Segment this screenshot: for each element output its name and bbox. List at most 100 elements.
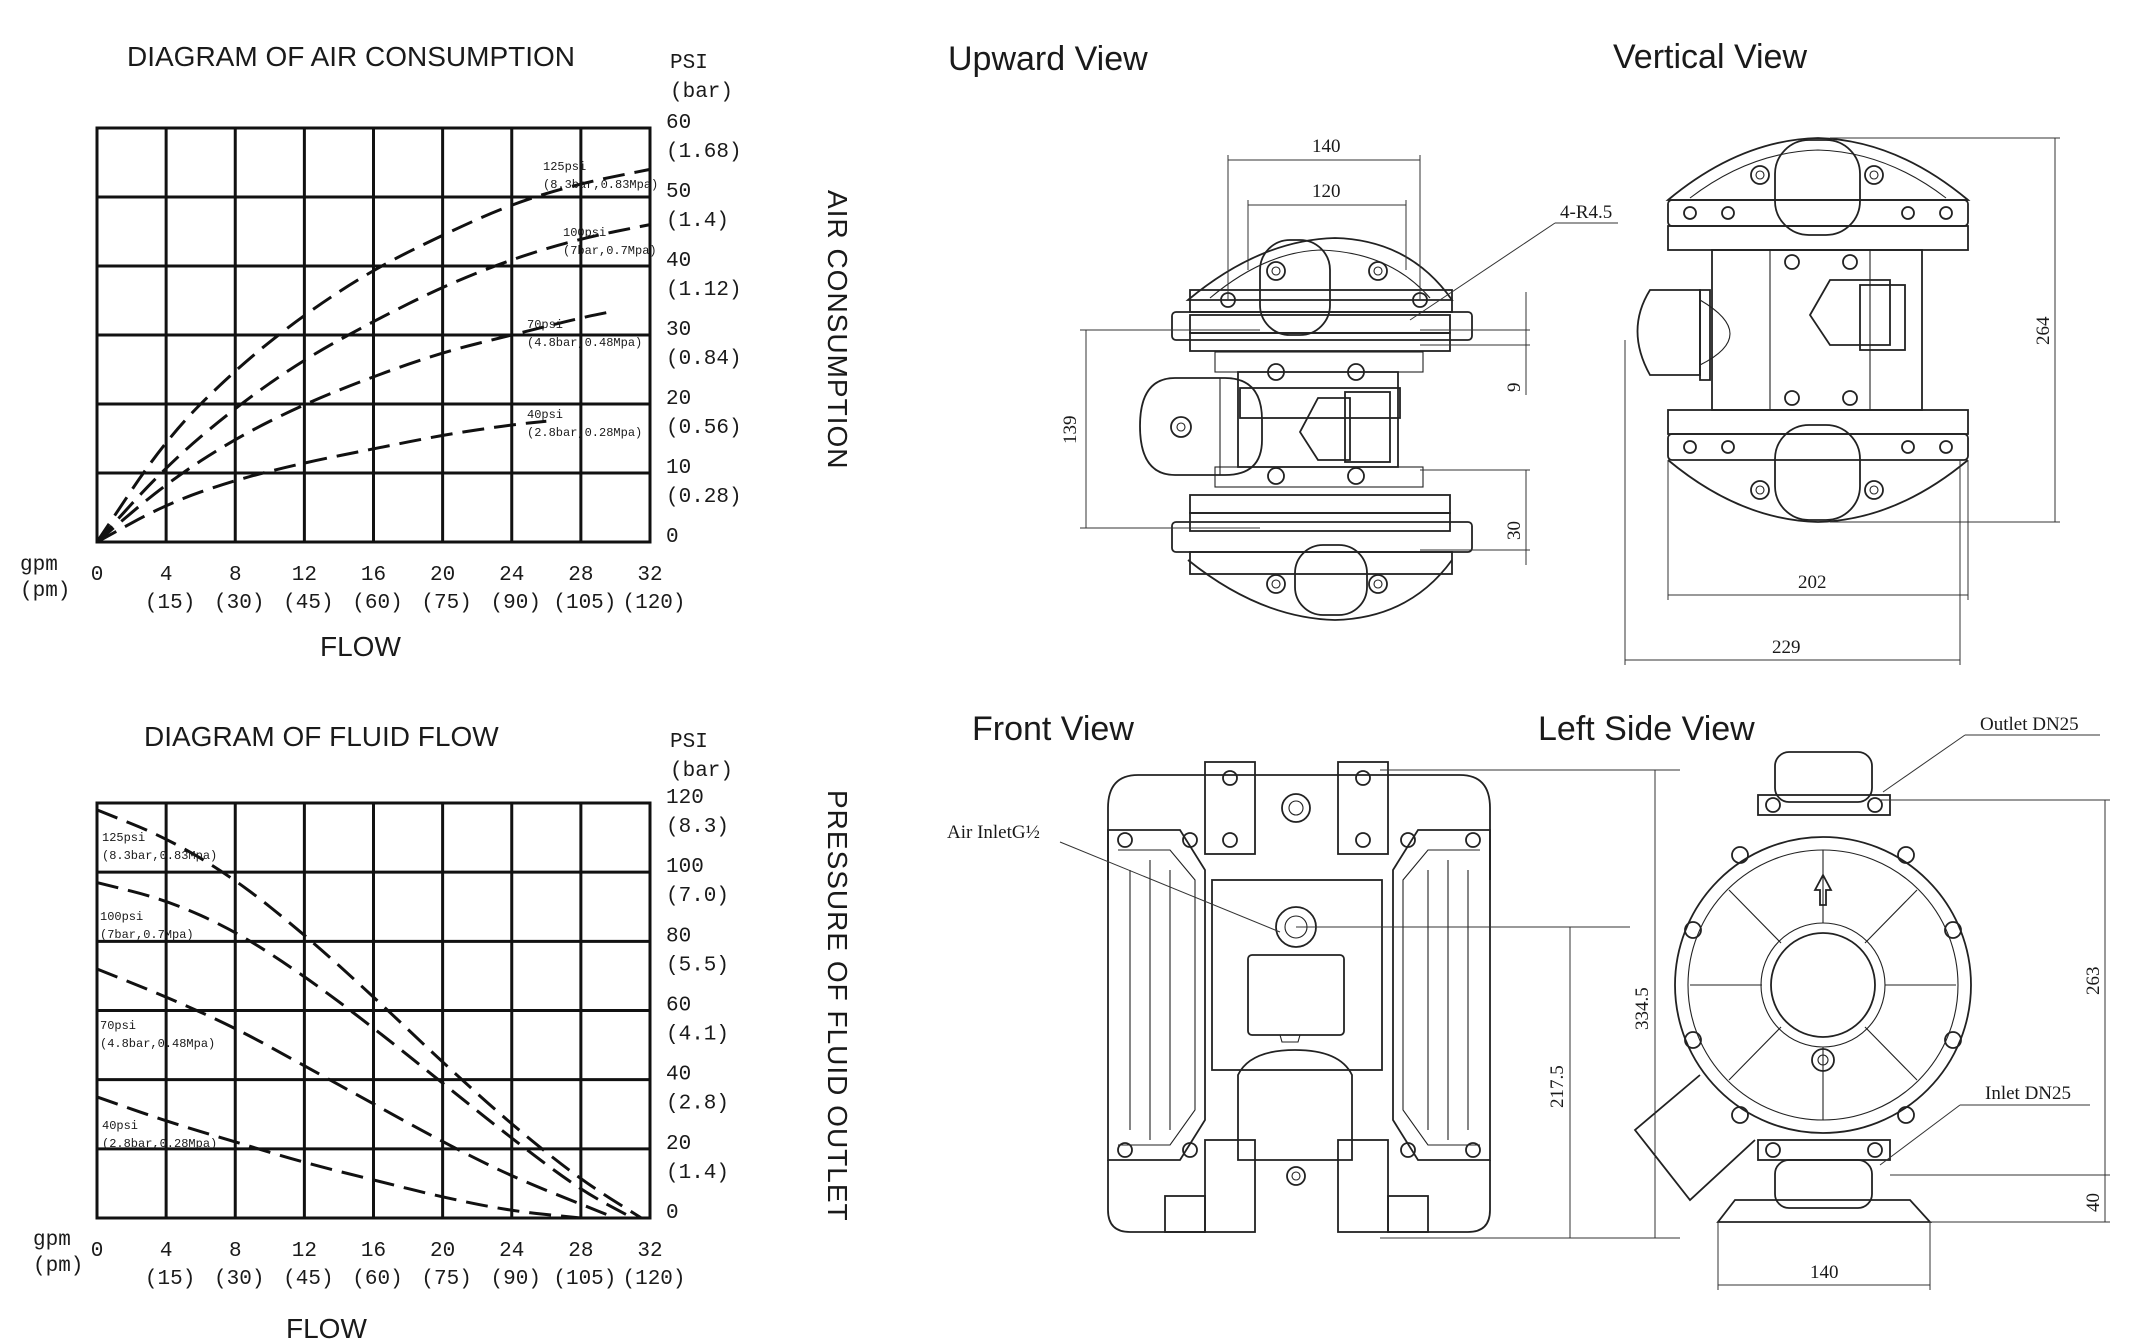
fluid-y-axis-label: PRESSURE OF FLUID OUTLET [822,790,853,1222]
fluid-y-tick: 120 [666,787,704,810]
fluid-series-label: 100psi [100,910,143,924]
air-series-100psi [95,223,651,544]
fluid-x-tick: 8 [229,1240,242,1263]
air-x-tick: 12 [292,564,317,587]
fluid-x-tick: 0 [91,1240,104,1263]
air-y-tick: 0 [666,526,679,549]
dim-front-air-inlet: Air InletG½ [947,822,1040,843]
air-x-tick: 28 [568,564,593,587]
fluid-y-tick-sub: (8.3) [666,816,729,839]
fluid-x-axis-label: FLOW [286,1313,367,1341]
fluid-chart-grid [95,801,652,1220]
air-y-tick-sub: (1.4) [666,210,729,233]
fluid-x-tick: 4 [160,1240,173,1263]
air-x-tick-sub: (120) [622,592,685,615]
dim-upward-139: 139 [1060,416,1081,445]
air-series-label-sub: (4.8bar,0.48Mpa) [527,336,642,350]
fluid-y-unit-sub: (bar) [670,760,733,783]
fluid-x-tick-sub: (45) [283,1268,333,1291]
fluid-x-unit: gpm [33,1229,71,1252]
fluid-y-tick: 60 [666,995,691,1018]
air-y-tick: 50 [666,181,691,204]
air-x-tick-sub: (105) [553,592,616,615]
dim-side-263: 263 [2083,967,2104,996]
air-series-label-sub: (7bar,0.7Mpa) [563,244,657,258]
air-y-unit: PSI [670,52,708,75]
air-y-tick-sub: (1.12) [666,279,742,302]
fluid-y-tick-sub: (5.5) [666,954,729,977]
air-y-unit-sub: (bar) [670,81,733,104]
air-x-tick: 16 [361,564,386,587]
air-chart-series-labels: 125psi (8.3bar,0.83Mpa) 100psi (7bar,0.7Mpa… [527,160,658,440]
air-x-tick: 24 [499,564,524,587]
fluid-x-tick-sub: (120) [622,1268,685,1291]
dim-upward-30: 30 [1504,521,1525,540]
fluid-series-label: 70psi [100,1019,136,1033]
dim-upward-120: 120 [1312,181,1341,202]
air-y-tick: 10 [666,457,691,480]
air-chart-y-ticks: 010(0.28)20(0.56)30(0.84)40(1.12)50(1.4)… [666,112,742,549]
fluid-x-tick: 12 [292,1240,317,1263]
air-x-tick-sub: (90) [491,592,541,615]
dim-upward-9: 9 [1504,383,1525,393]
air-y-axis-label: AIR CONSUMPTION [822,190,853,469]
fluid-series-label-sub: (7bar,0.7Mpa) [100,928,194,942]
air-x-unit-sub: (pm) [20,580,70,603]
upward-view-drawing: 140 120 4-R4.5 139 9 30 [1060,136,1618,621]
fluid-x-tick: 16 [361,1240,386,1263]
air-y-tick: 20 [666,388,691,411]
fluid-y-unit: PSI [670,731,708,754]
fluid-series-label-sub: (8.3bar,0.83Mpa) [102,849,217,863]
air-y-tick: 40 [666,250,691,273]
air-x-tick-sub: (60) [352,592,402,615]
air-x-unit: gpm [20,554,58,577]
fluid-series-label-sub: (4.8bar,0.48Mpa) [100,1037,215,1051]
air-y-tick-sub: (0.56) [666,417,742,440]
fluid-x-tick-sub: (75) [421,1268,471,1291]
fluid-series-40psi [96,1095,582,1220]
air-x-axis-label: FLOW [320,631,401,662]
left-side-view-drawing: Outlet DN25 Inlet DN25 263 40 140 [1633,714,2110,1290]
dim-side-outlet: Outlet DN25 [1980,714,2079,735]
fluid-y-tick: 0 [666,1202,679,1225]
air-series-70psi [96,309,616,544]
air-series-40psi [96,419,547,544]
dim-side-inlet: Inlet DN25 [1985,1083,2071,1104]
fluid-x-tick: 20 [430,1240,455,1263]
fluid-series-label: 125psi [102,831,145,845]
fluid-x-tick-sub: (105) [553,1268,616,1291]
fluid-chart-y-ticks: 020(1.4)40(2.8)60(4.1)80(5.5)100(7.0)120… [666,787,729,1225]
fluid-series-100psi [96,881,634,1220]
fluid-chart-title: DIAGRAM OF FLUID FLOW [144,721,499,752]
front-view-drawing: Air InletG½ 334.5 217.5 [947,761,1680,1239]
air-x-tick-sub: (75) [421,592,471,615]
air-x-tick: 0 [91,564,104,587]
dim-side-140: 140 [1810,1262,1839,1283]
fluid-x-tick-sub: (60) [352,1268,402,1291]
fluid-series-70psi [96,967,616,1220]
air-series-label: 100psi [563,226,606,240]
fluid-series-label-sub: (2.8bar,0.28Mpa) [102,1137,217,1151]
fluid-y-tick-sub: (4.1) [666,1024,729,1047]
dim-vertical-202: 202 [1798,572,1827,593]
fluid-y-tick-sub: (2.8) [666,1093,729,1116]
air-series-label-sub: (8.3bar,0.83Mpa) [543,178,658,192]
fluid-x-tick-sub: (30) [214,1268,264,1291]
air-consumption-chart: DIAGRAM OF AIR CONSUMPTION 125psi(8.3bar… [20,41,853,662]
air-y-tick-sub: (0.28) [666,486,742,509]
air-series-label: 40psi [527,408,563,422]
air-chart-grid [95,126,652,544]
vertical-view-title: Vertical View [1613,38,1807,76]
fluid-y-tick: 80 [666,925,691,948]
vertical-view-drawing: 264 202 229 [1624,137,2060,665]
fluid-x-tick: 32 [637,1240,662,1263]
air-x-tick: 32 [637,564,662,587]
front-view-title: Front View [972,710,1134,748]
fluid-y-tick: 20 [666,1133,691,1156]
dim-vertical-229: 229 [1772,637,1801,658]
air-series-125psi [95,167,651,543]
air-series-label: 125psi [543,160,586,174]
